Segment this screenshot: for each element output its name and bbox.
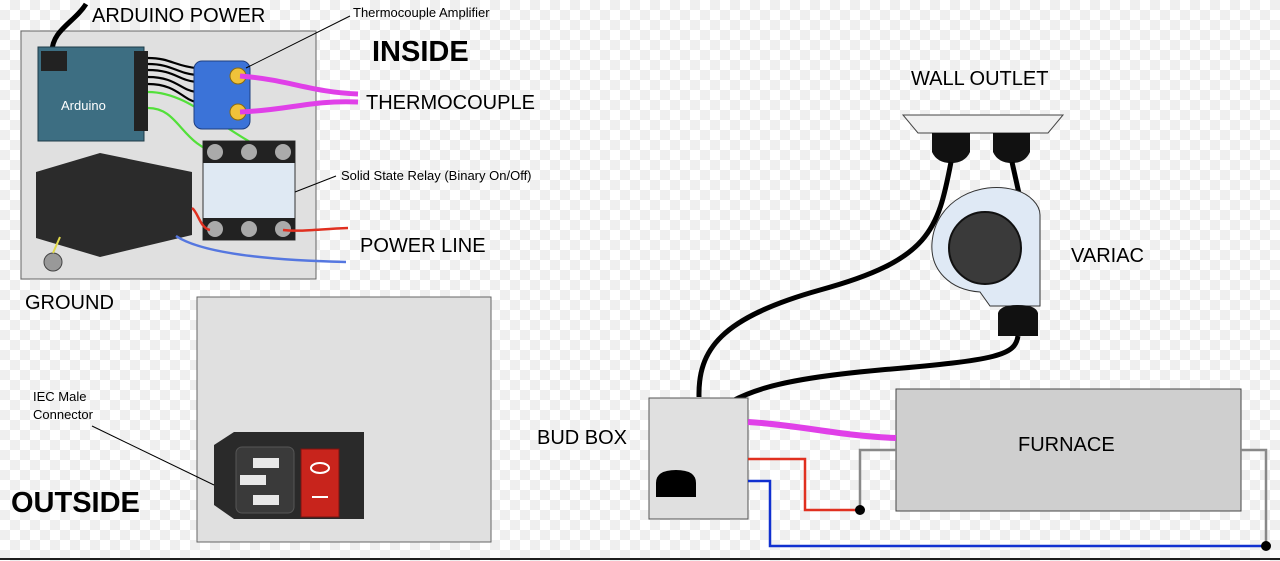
arduino-power-jack bbox=[41, 51, 67, 71]
ground-label: GROUND bbox=[25, 292, 114, 314]
wall-outlet bbox=[901, 114, 1065, 134]
amplifier-pointer bbox=[245, 15, 351, 69]
furnace-hot-wire bbox=[748, 457, 860, 512]
bud-box-label: BUD BOX bbox=[537, 427, 627, 449]
variac-label: VARIAC bbox=[1071, 245, 1144, 267]
arduino-label: Arduino bbox=[61, 98, 106, 113]
relay-screw bbox=[275, 221, 291, 237]
outside-label: OUTSIDE bbox=[11, 487, 140, 519]
power-line-label: POWER LINE bbox=[360, 235, 486, 257]
wall-outlet-label: WALL OUTLET bbox=[911, 68, 1048, 90]
ground-wire bbox=[52, 236, 61, 254]
thermocouple-label: THERMOCOUPLE bbox=[366, 92, 535, 114]
neutral-wire bbox=[175, 234, 347, 264]
furnace-neutral-wire bbox=[748, 479, 1266, 548]
iec-pointer bbox=[91, 425, 215, 486]
furnace-thermocouple-wire bbox=[747, 419, 897, 441]
variac-dial bbox=[948, 211, 1022, 285]
furnace-lead bbox=[858, 448, 896, 510]
thermocouple-amplifier-label: Thermocouple Amplifier bbox=[353, 5, 490, 20]
furnace bbox=[895, 388, 1242, 512]
relay-screw bbox=[207, 221, 223, 237]
furnace-label: FURNACE bbox=[1018, 434, 1115, 456]
relay-screw bbox=[275, 144, 291, 160]
junction-dot bbox=[855, 505, 865, 515]
variac-output-plug bbox=[998, 305, 1038, 336]
hot-wire bbox=[191, 206, 211, 232]
bud-box-plug bbox=[656, 470, 696, 497]
arduino-power-label: ARDUINO POWER bbox=[92, 5, 265, 27]
junction-dot bbox=[1261, 541, 1271, 551]
iec-pin bbox=[253, 495, 279, 505]
relay-screw bbox=[241, 221, 257, 237]
bud-box bbox=[648, 397, 749, 520]
bud-box-supply-cable bbox=[696, 161, 954, 398]
power-supply-block bbox=[36, 153, 192, 257]
iec-label-line1: IEC Male bbox=[33, 389, 86, 404]
iec-label-line2: Connector bbox=[33, 407, 94, 422]
iec-pin bbox=[253, 458, 279, 468]
arduino-header bbox=[134, 51, 148, 131]
iec-switch-off-mark bbox=[310, 462, 330, 474]
iec-switch bbox=[300, 448, 340, 518]
arduino-power-cable bbox=[49, 2, 89, 53]
thermocouple-wire bbox=[239, 73, 359, 97]
wall-plug bbox=[993, 133, 1030, 163]
inside-label: INSIDE bbox=[372, 36, 469, 68]
arduino-amplifier-wires bbox=[147, 56, 197, 104]
relay-pointer bbox=[294, 175, 337, 193]
furnace-lead bbox=[1241, 448, 1268, 546]
solid-state-relay-label: Solid State Relay (Binary On/Off) bbox=[341, 168, 532, 183]
relay-screw bbox=[207, 144, 223, 160]
wall-plug bbox=[932, 133, 970, 163]
thermocouple-wire bbox=[239, 99, 359, 115]
iec-pin bbox=[240, 475, 266, 485]
ground-terminal bbox=[43, 252, 63, 272]
hot-wire bbox=[282, 226, 349, 232]
relay-screw bbox=[241, 144, 257, 160]
